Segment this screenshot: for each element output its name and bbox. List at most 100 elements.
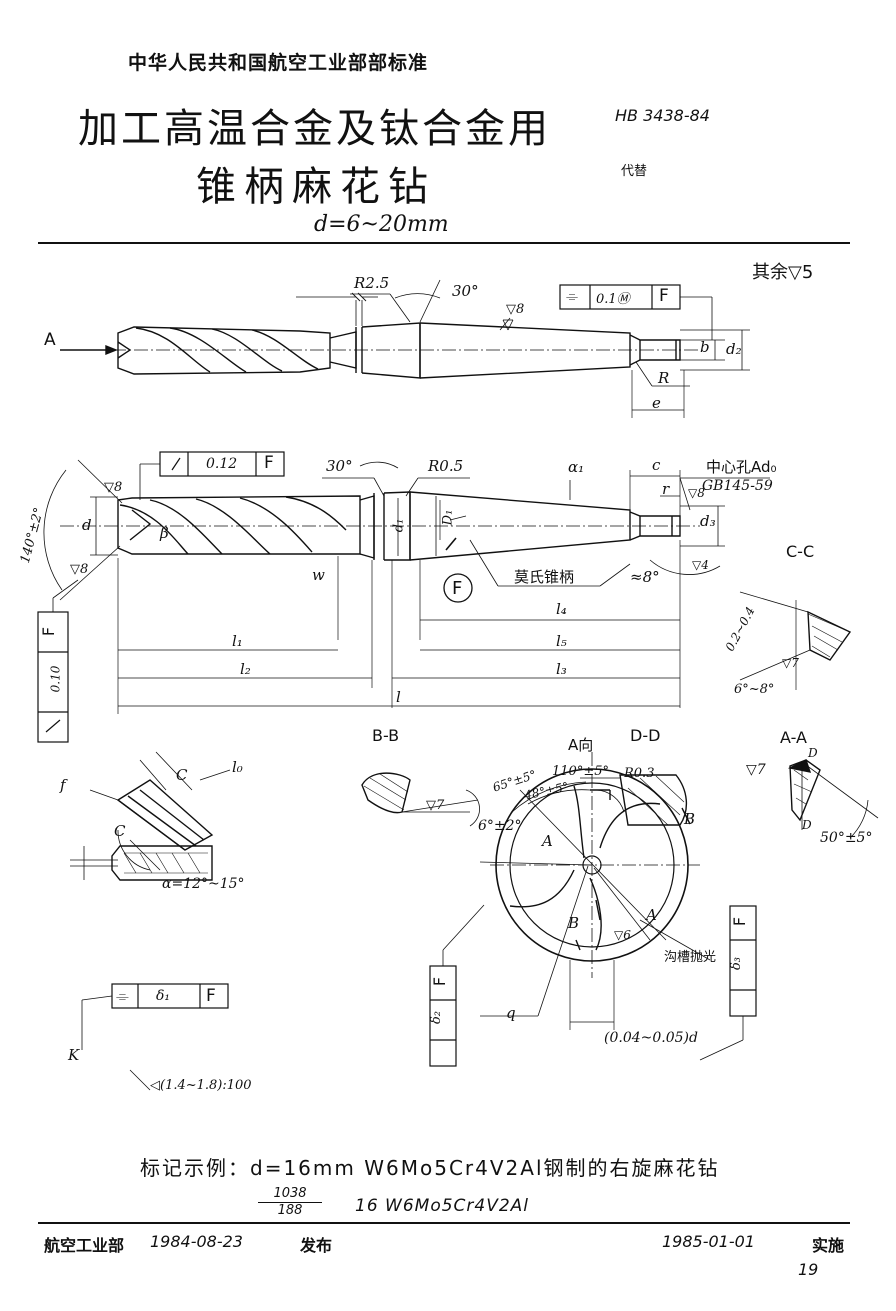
aa-angle-label: 50°±5° — [820, 830, 873, 846]
point-rough-top: ▽8 — [104, 480, 123, 495]
dd-title: D-D — [630, 726, 661, 745]
aview-f-left: F — [430, 976, 450, 987]
cc-rough-label: ▽7 — [782, 656, 799, 670]
top-e-label: e — [652, 394, 661, 412]
fraction-numerator: 1038 — [258, 1186, 322, 1203]
lip-alpha-label: α=12°~15° — [162, 876, 245, 892]
lip-c-top: C — [176, 766, 188, 784]
top-tol-value: 0.1Ⓜ — [596, 292, 630, 307]
a-view-end — [429, 752, 757, 1067]
main-angle-30: 30° — [326, 457, 353, 475]
runout-value: 0.12 — [206, 456, 238, 472]
header-rule — [38, 242, 850, 244]
footer-effective-label: 实施 — [812, 1236, 845, 1255]
lip-f-label: f — [60, 776, 66, 794]
aview-b-bottom: B — [568, 914, 580, 932]
center-hole-label: 中心孔Ad₀ — [706, 458, 777, 476]
side-datum-label: F — [39, 626, 59, 637]
r-label: r — [662, 480, 670, 498]
c-label: c — [652, 456, 661, 474]
view-a-arrow-label: A — [44, 330, 56, 350]
datum-f-circle-label: F — [452, 578, 463, 599]
d3-label: d₃ — [700, 512, 716, 530]
replaces-label: 代替 — [621, 164, 648, 179]
side-tol-value: 0.10 — [48, 665, 63, 693]
l3-label: l₃ — [556, 660, 567, 678]
top-d2-label: d₂ — [726, 340, 742, 358]
flute-polish-note: 沟槽抛光 — [664, 950, 717, 965]
cc-angle-label: 6°~8° — [734, 682, 775, 697]
page-number: 19 — [798, 1260, 819, 1279]
bb-angle-label: 6°±2° — [478, 818, 522, 834]
lip-detail — [89, 751, 231, 871]
top-b-label: b — [700, 338, 710, 356]
l2-label: l₂ — [240, 660, 251, 678]
section-b-b — [361, 772, 480, 827]
aview-taper-label: (0.04~0.05)d — [604, 1030, 698, 1046]
aview-b-top: B — [684, 810, 696, 828]
issuing-body: 中华人民共和国航空工业部部标准 — [128, 52, 429, 74]
aview-delta3: δ₃ — [729, 956, 745, 971]
aview-a-top: A — [542, 832, 553, 850]
top-tol-symbol: ⌯ — [566, 287, 579, 305]
bb-rough-label: ▽7 — [426, 798, 445, 813]
top-angle-label: 30° — [452, 282, 479, 300]
top-view-drill — [60, 279, 750, 418]
center-rough-label: ▽8 — [688, 486, 705, 500]
aview-rough-label: ▽6 — [614, 928, 631, 942]
aa-d-top: D — [808, 746, 818, 760]
top-r-label: R — [658, 369, 670, 387]
surface-finish-note: 其余▽5 — [752, 262, 814, 283]
top-rough-label: ▽8 — [506, 302, 525, 317]
point-rough-bottom: ▽8 — [70, 562, 89, 577]
footer-effective-date: 1985-01-01 — [662, 1232, 755, 1251]
diameter-range: d=6~20mm — [314, 212, 449, 237]
marking-fraction: 1038 188 — [258, 1186, 322, 1218]
aview-f-right: F — [730, 916, 750, 927]
standard-number: HB 3438-84 — [615, 106, 710, 125]
main-radius-label: R0.5 — [428, 457, 464, 475]
footer-issue-date: 1984-08-23 — [150, 1232, 243, 1251]
shank-rough-label: ▽4 — [692, 558, 709, 572]
aa-title: A-A — [780, 728, 807, 747]
alpha1-label: α₁ — [568, 458, 585, 476]
dd-radius-label: R0.3 — [624, 766, 655, 781]
main-view-drill — [37, 451, 770, 743]
web-detail — [70, 845, 229, 1091]
helix-beta-label: β — [160, 524, 169, 542]
cc-title: C-C — [786, 542, 815, 561]
gb-label: GB145-59 — [702, 478, 773, 494]
fraction-denominator: 188 — [277, 1203, 303, 1218]
morse-taper-label: 莫氏锥柄 — [514, 568, 575, 586]
aview-delta2: δ₂ — [429, 1010, 445, 1025]
d-label: d — [82, 516, 92, 534]
footer-issuer: 航空工业部 — [44, 1236, 125, 1255]
l1-label: l₁ — [232, 632, 243, 650]
dd-angle-label: 110°±5° — [552, 764, 609, 779]
l4-label: l₄ — [556, 600, 567, 618]
web-datum-label: F — [206, 986, 216, 1006]
bb-title: B-B — [372, 726, 400, 745]
aview-q-label: q — [506, 1004, 516, 1022]
web-taper-label: ◁(1.4~1.8):100 — [150, 1078, 252, 1093]
approx-angle-label: ≈8° — [630, 568, 660, 586]
l5-label: l₅ — [556, 632, 567, 650]
top-datum-label: F — [659, 286, 669, 306]
footer-rule — [38, 1222, 850, 1224]
aa-rough-label: ▽7 — [746, 762, 766, 778]
web-sym-symbol: ⌯ — [116, 986, 129, 1005]
D1-label: D₁ — [440, 509, 456, 526]
lip-c-bottom: C — [114, 822, 126, 840]
web-sym-value: δ₁ — [156, 988, 171, 1004]
lip-l0-label: l₀ — [232, 758, 243, 776]
web-k-label: K — [68, 1046, 80, 1064]
l-label: l — [396, 688, 401, 706]
section-a-a — [787, 759, 879, 839]
title-line-2: 锥柄麻花钻 — [196, 164, 436, 210]
section-c-c — [739, 591, 852, 690]
runout-datum: F — [264, 453, 274, 473]
title-line-1: 加工高温合金及钛合金用 — [78, 106, 551, 152]
marking-example: 标记示例：d=16mm W6Mo5Cr4V2Al钢制的右旋麻花钻 — [140, 1156, 720, 1180]
aview-title: A向 — [568, 736, 594, 754]
